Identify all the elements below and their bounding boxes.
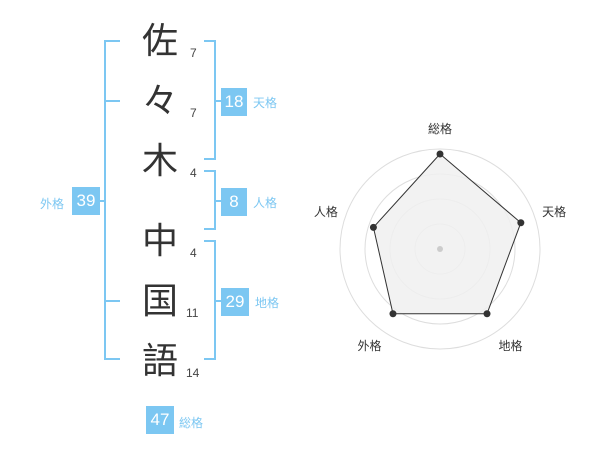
name-character: 木 [141,141,178,182]
gaikaku-value: 39 [72,187,100,215]
tenkaku-value: 18 [221,88,247,116]
soukaku-label: 総格 [179,416,204,430]
stroke-count: 4 [190,246,197,260]
jinkaku-bracket [204,170,216,230]
stroke-count: 4 [190,166,197,180]
radar-axis-label: 地格 [499,338,523,353]
jinkaku-value: 8 [221,188,247,216]
radar-axis-label: 外格 [357,338,381,353]
radar-point [369,223,377,231]
radar-axis-label: 人格 [314,204,338,219]
radar-point [436,150,444,158]
name-character: 国 [141,281,178,322]
radar-point [517,219,525,227]
bracket-connector [216,100,222,102]
radar-axis-label: 総格 [428,121,452,136]
radar-series-area [372,153,522,315]
soukaku-value: 47 [146,406,174,434]
name-character: 佐 [141,21,178,62]
name-character: 々 [141,81,178,122]
radar-point [389,310,397,318]
gaikaku-label: 外格 [40,197,65,211]
stroke-count: 7 [190,46,197,60]
jinkaku-label: 人格 [253,196,278,210]
bracket-tick [104,100,120,102]
chikaku-value: 29 [221,288,249,316]
bracket-tick [104,300,120,302]
tenkaku-bracket [204,40,216,160]
bracket-connector [98,200,104,202]
tenkaku-label: 天格 [253,96,278,110]
name-character: 中 [141,221,178,262]
stroke-count: 11 [186,306,199,320]
bracket-connector [216,300,222,302]
radar-axis-label: 天格 [542,204,566,219]
radar-point [483,310,491,318]
bracket-connector [216,200,222,202]
gaikaku-bracket [104,40,120,360]
chikaku-bracket [204,240,216,360]
chikaku-label: 地格 [255,296,280,310]
stroke-count: 14 [186,366,200,380]
radar-center-dot [437,246,443,252]
stroke-count: 7 [190,106,197,120]
name-character: 語 [141,341,178,382]
